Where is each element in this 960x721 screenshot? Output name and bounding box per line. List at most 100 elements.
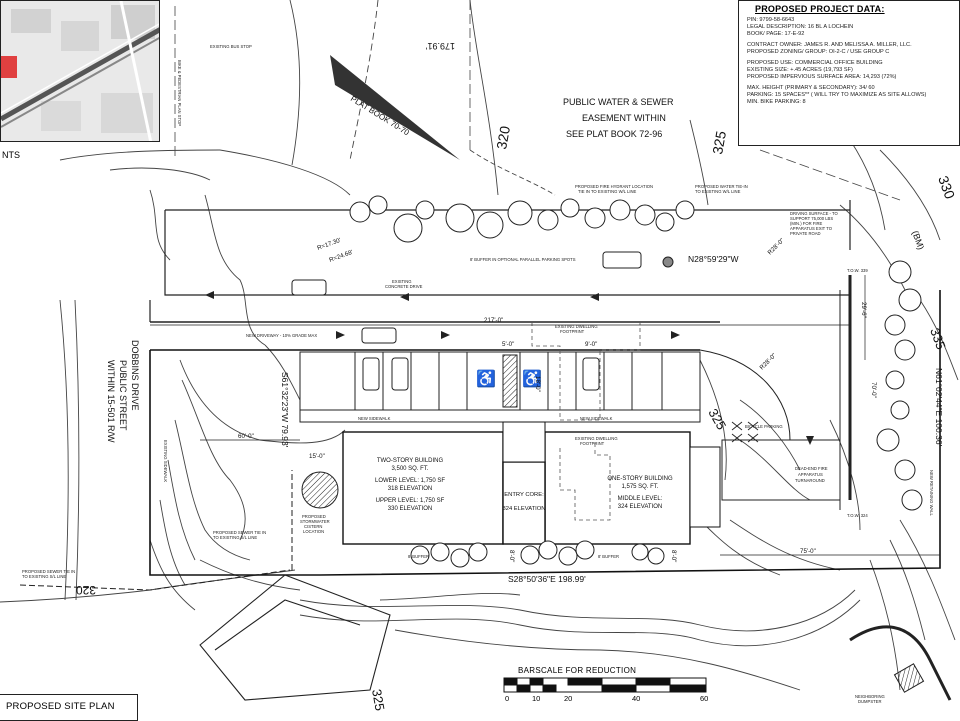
easement-lines (174, 0, 901, 201)
easement-line-3: SEE PLAT BOOK 72-96 (566, 129, 662, 139)
accessible-icon-a: ♿ (476, 369, 496, 388)
dim-arc-b: R=24.68' (328, 249, 354, 264)
scale-labels: BARSCALE FOR REDUCTION 0 10 20 40 60 (504, 666, 710, 720)
easement-line-1: PUBLIC WATER & SEWER (563, 97, 674, 107)
street-label-3: WITHIN 15-501 R/W (106, 360, 116, 443)
note-turnaround-2: APPARATUS (798, 472, 823, 477)
benchmark-label: (BM) (910, 229, 926, 251)
one-story-building-label: ONE-STORY BUILDING 1,575 SQ. FT. MIDDLE … (607, 476, 673, 510)
project-data-line: CONTRACT OWNER: JAMES R. AND MELISSA A. … (747, 42, 912, 48)
hatched-aisle (502, 354, 518, 408)
project-data-line: PROPOSED USE: COMMERCIAL OFFICE BUILDING (747, 60, 883, 66)
dim-r28b: R28'-0" (766, 237, 785, 256)
bearing-top: 179.91' (425, 41, 455, 51)
plat-book-wedge (330, 55, 460, 160)
note-driveway: NEW DRIVEWAY - 10% GRADE MAX (246, 333, 317, 338)
rock-outcrop (199, 574, 391, 701)
inset-map-image (1, 1, 159, 141)
two-story-building-label: TWO-STORY BUILDING 3,500 SQ. FT. LOWER L… (375, 458, 445, 512)
bearing-east: N61°02'44"E 100.36' (934, 368, 944, 447)
two-story-line: LOWER LEVEL: 1,750 SF (375, 478, 445, 484)
note-drive-4: APPARATUS EXIT TO (790, 226, 833, 231)
note-retaining: NEW RETAINING WALL (929, 470, 934, 517)
bearing-west: S61°32'23"W 79.93' (280, 372, 290, 448)
bearing-south: S28°50'36"E 198.99' (508, 574, 586, 584)
project-data-line: PIN: 9799-58-6643 (747, 17, 795, 23)
dim-arc-a: R=17.30' (316, 237, 342, 252)
two-story-line: 330 ELEVATION (388, 506, 432, 512)
dimension-lines (150, 275, 940, 556)
note-footprint-1: EXISTING DWELLING (575, 436, 618, 441)
dim-8a: 8'-0" (508, 550, 515, 562)
project-data-line: LEGAL DESCRIPTION: 16 BL A LOCHEIN (747, 24, 854, 30)
sheet-title: PROPOSED SITE PLAN (6, 701, 115, 712)
note-tow-b: T.O.W. 324 (847, 513, 868, 518)
dim-75: 75'-0" (800, 548, 816, 555)
scale-tick: 0 (505, 694, 510, 703)
dim-217: 217'-0" (484, 317, 503, 324)
contour-320-top: 320 (493, 125, 513, 151)
note-bike: BICYCLE PARKING (745, 424, 783, 429)
dim-r28a: R28'-0" (758, 352, 777, 371)
project-data-panel: PROPOSED PROJECT DATA: PIN: 9799-58-6643… (738, 0, 960, 146)
existing-dwelling-outline (531, 322, 641, 421)
contour-320-left: 320 (76, 583, 96, 597)
dim-60: 60'-0" (238, 433, 254, 440)
note-dumpster-1: NEIGHBORING (855, 694, 885, 699)
scale-tick: 20 (564, 694, 573, 703)
bicycle-parking (731, 421, 759, 443)
contour-lines (0, 0, 959, 691)
dim-70: 70'-0" (870, 382, 877, 398)
project-data-line: MAX. HEIGHT (PRIMARY & SECONDARY): 34/ 6… (747, 85, 875, 91)
note-turnaround-1: DEAD-END FIRE (795, 466, 828, 471)
easement-line-2: EASEMENT WITHIN (582, 113, 666, 123)
one-story-line: ONE-STORY BUILDING (607, 476, 673, 482)
street-label-2: PUBLIC STREET (118, 360, 128, 431)
note-dwelling-2: FOOTPRINT (560, 329, 585, 334)
one-story-line: 324 ELEVATION (618, 504, 662, 510)
one-story-line: 1,575 SQ. FT. (621, 484, 658, 490)
parked-cars (291, 251, 642, 391)
sewer-line (19, 470, 293, 591)
two-story-line: UPPER LEVEL: 1,750 SF (376, 498, 445, 504)
contour-325-bottom: 325 (369, 688, 388, 712)
note-hydrant-1: PROPOSED FIRE HYDRANT LOCATION (575, 184, 653, 189)
inset-fragment-label: NTS (2, 150, 20, 160)
project-data-line: PROPOSED ZONING/ GROUP: OI-2-C / USE GRO… (747, 49, 890, 55)
note-drive-2: SUPPORT 75,000 LBS (790, 216, 833, 221)
stormwater-cistern (301, 471, 339, 509)
note-buffer-a: 8' BUFFER (408, 554, 429, 559)
two-story-line: TWO-STORY BUILDING (377, 458, 444, 464)
scale-tick: 10 (532, 694, 541, 703)
dim-18: 18'-0" (534, 376, 541, 392)
location-inset-map (0, 0, 160, 142)
contour-330-right: 330 (935, 174, 958, 202)
neighboring-dumpster (893, 663, 925, 693)
note-storm-1: PROPOSED (302, 514, 326, 519)
dim-29: 29'-6" (860, 302, 867, 318)
contour-325-top: 325 (709, 130, 729, 156)
scale-label: BARSCALE FOR REDUCTION (518, 666, 637, 675)
buildings (342, 421, 721, 545)
sheet-title-box: PROPOSED SITE PLAN (0, 694, 138, 721)
note-water-tie-1: PROPOSED WATER TIE-IN (695, 184, 748, 189)
note-dwelling-1: EXISTING DWELLING (555, 324, 598, 329)
note-footprint-2: FOOTPRINT (580, 441, 605, 446)
fire-hydrant-symbol (662, 256, 674, 268)
parking-lot (299, 351, 701, 423)
accessible-icon-b: ♿ (522, 369, 542, 388)
contour-325-mid: 325 (705, 406, 729, 432)
note-sidewalk-b: NEW SIDEWALK (580, 416, 613, 421)
property-line (149, 290, 941, 576)
entry-core-label: ENTRY CORE: 324 ELEVATION (503, 492, 546, 512)
note-sewer-2: TO EXISTING S/L LINE (213, 535, 257, 540)
existing-concrete-drive (149, 200, 851, 323)
note-drive-5: PRIVATE ROAD (790, 231, 821, 236)
dim-9: 9'-0" (585, 341, 597, 348)
note-storm-2: STORMWATER (300, 519, 330, 524)
entry-core-line: ENTRY CORE: (504, 492, 544, 498)
project-data-title: PROPOSED PROJECT DATA: (755, 4, 885, 14)
project-data-line: PARKING: 15 SPACES** ( WILL TRY TO MAXIM… (747, 92, 927, 98)
entry-core-line: 324 ELEVATION (503, 506, 546, 512)
